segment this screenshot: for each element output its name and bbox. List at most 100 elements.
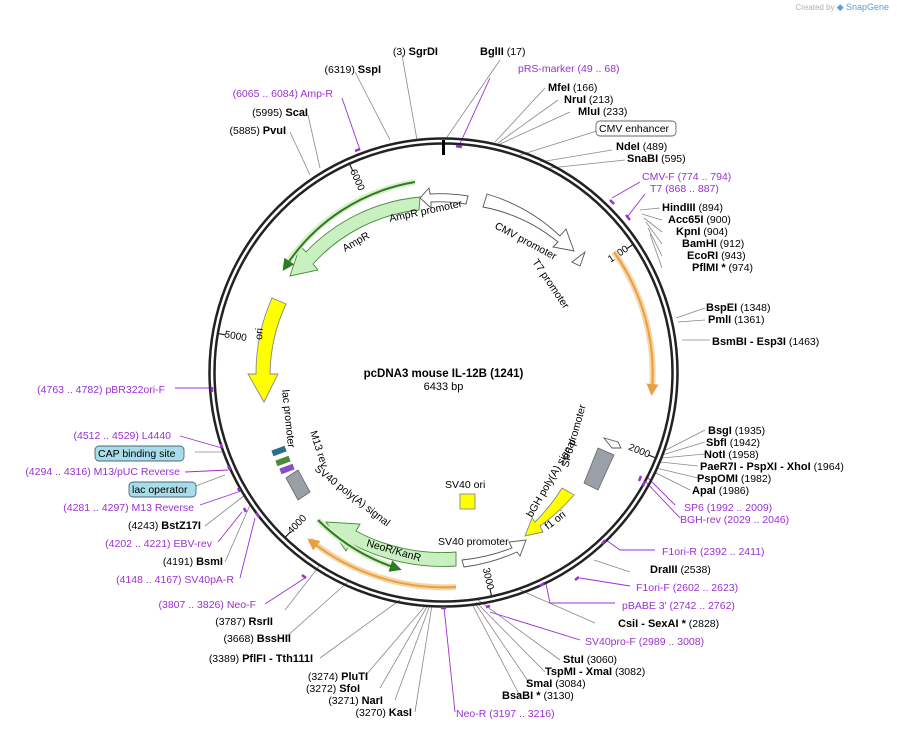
cmv-enhancer-box bbox=[595, 120, 677, 137]
site-bglii: BglII (17) bbox=[480, 46, 525, 58]
sv40-promoter-arrow bbox=[461, 539, 527, 568]
site-noti: NotI (1958) bbox=[704, 449, 759, 461]
site-ecori: EcoRI (943) bbox=[687, 250, 746, 262]
site-acc65i: Acc65I (900) bbox=[668, 214, 731, 226]
ring-tick-mark bbox=[349, 164, 354, 172]
site-pluti: (3274) PluTI bbox=[308, 671, 368, 683]
primer-m13-puc-reverse: (4294 .. 4316) M13/pUC Reverse bbox=[25, 466, 180, 478]
site-csii: CsiI - SexAI * (2828) bbox=[618, 618, 719, 630]
bgh-polya-box bbox=[583, 447, 615, 491]
ring-tick-mark bbox=[648, 454, 656, 459]
site-kasi: (3270) KasI bbox=[355, 707, 412, 719]
site-pspomi: PspOMI (1982) bbox=[697, 473, 771, 485]
site-mlui: MluI (233) bbox=[578, 106, 627, 118]
primer-sv40pro-f: SV40pro-F (2989 .. 3008) bbox=[585, 636, 704, 648]
site-mfei: MfeI (166) bbox=[548, 82, 597, 94]
site-hindiii: HindIII (894) bbox=[662, 202, 723, 214]
primer-sv40pa-r: (4148 .. 4167) SV40pA-R bbox=[116, 574, 234, 586]
ring-tick-label: 4000 bbox=[286, 513, 310, 537]
site-pflmi: PflMI * (974) bbox=[692, 262, 753, 274]
primer-amp-r: (6065 .. 6084) Amp-R bbox=[233, 88, 334, 100]
ori-arrow bbox=[247, 297, 287, 403]
primer-l4440: (4512 .. 4529) L4440 bbox=[73, 430, 171, 442]
site-pvui: (5885) PvuI bbox=[229, 125, 286, 137]
sv40-ori-box bbox=[459, 493, 476, 510]
primer-labels: pRS-marker (49 .. 68) (6065 .. 6084) Amp… bbox=[25, 63, 789, 720]
lac-operator-box bbox=[128, 481, 197, 498]
primer-f1ori-r: F1ori-R (2392 .. 2411) bbox=[662, 546, 765, 558]
site-name: SgrDI bbox=[409, 46, 438, 58]
site-bsmbi: BsmBI - Esp3I (1463) bbox=[712, 336, 819, 348]
primer-sp6: SP6 (1992 .. 2009) bbox=[684, 502, 772, 514]
restriction-sites: (3) SgrDI BglII (17) (6319) SspI MfeI (1… bbox=[128, 46, 844, 719]
cmv-promoter-arrow bbox=[482, 193, 575, 252]
t7-promoter-arrow bbox=[571, 250, 586, 267]
site-smai: SmaI (3084) bbox=[526, 678, 586, 690]
primer-cmv-f: CMV-F (774 .. 794) bbox=[642, 171, 731, 183]
site-pflfi: (3389) PflFI - Tth111I bbox=[209, 653, 313, 665]
ring-tick-label: 3000 bbox=[480, 567, 496, 591]
feature-shapes bbox=[210, 144, 659, 610]
site-rsrii: (3787) RsrII bbox=[215, 616, 273, 628]
site-sspi: (6319) SspI bbox=[324, 64, 381, 76]
ring-tick-mark bbox=[218, 333, 226, 336]
feature-label-lac-promoter: lac promoter bbox=[279, 389, 297, 449]
feature-label-t7-promoter: T7 promoter bbox=[530, 257, 572, 312]
primer-prs-marker: pRS-marker (49 .. 68) bbox=[518, 63, 620, 75]
feature-label-m13-rev: M13 rev bbox=[307, 429, 330, 469]
snapgene-credit: Created by ◆ SnapGene bbox=[795, 2, 889, 13]
leader-lines bbox=[184, 54, 710, 713]
ring-tick-label: 6000 bbox=[347, 168, 366, 193]
ring-tick-label: 2000 bbox=[627, 442, 652, 461]
site-nrui: NruI (213) bbox=[564, 94, 613, 106]
site-kpni: KpnI (904) bbox=[676, 226, 728, 238]
primer-leaders bbox=[175, 77, 681, 713]
site-sgrdi: (3) SgrDI bbox=[393, 46, 438, 58]
feature-label-cap-binding: CAP binding site bbox=[98, 448, 176, 460]
site-bsabi: BsaBI * (3130) bbox=[502, 690, 574, 702]
primer-bgh-rev: BGH-rev (2029 .. 2046) bbox=[680, 514, 789, 526]
feature-label-ori: ori bbox=[253, 328, 266, 340]
ring-tick-label: 5000 bbox=[224, 329, 248, 344]
primer-neo-f: (3807 .. 3826) Neo-F bbox=[159, 599, 257, 611]
primer-f1ori-f: F1ori-F (2602 .. 2623) bbox=[636, 582, 738, 594]
site-nari: (3271) NarI bbox=[328, 695, 383, 707]
backbone-ring bbox=[208, 137, 679, 608]
ampr-arrow bbox=[289, 196, 421, 277]
ring-tick-mark bbox=[489, 588, 492, 596]
site-bstz17i: (4243) BstZ17I bbox=[128, 520, 201, 532]
primer-m13-reverse: (4281 .. 4297) M13 Reverse bbox=[63, 502, 194, 514]
site-snabi: SnaBI (595) bbox=[627, 153, 686, 165]
sv40-polya-box bbox=[285, 469, 311, 501]
credit-prefix: Created by bbox=[795, 3, 835, 12]
ampr-promoter-arrow bbox=[419, 187, 469, 210]
sp6-promoter-arrow bbox=[602, 437, 622, 449]
site-bspei: BspEI (1348) bbox=[706, 302, 770, 314]
site-bsshii: (3668) BssHII bbox=[223, 633, 291, 645]
site-sbfi: SbfI (1942) bbox=[706, 437, 760, 449]
plasmid-size: 6433 bp bbox=[424, 381, 464, 393]
neor-arrow bbox=[325, 521, 457, 567]
site-pos: (3) bbox=[393, 46, 406, 58]
f1-ori-arrow bbox=[524, 487, 575, 537]
feature-label-sv40-promoter: SV40 promoter bbox=[438, 536, 509, 548]
site-draiii: DraIII (2538) bbox=[650, 564, 711, 576]
credit-brand: SnapGene bbox=[845, 2, 889, 12]
feature-label-sv40-polya: SV40 poly(A) signal bbox=[312, 463, 392, 529]
site-scai: (5995) ScaI bbox=[252, 107, 308, 119]
site-pmli: PmlI (1361) bbox=[708, 314, 765, 326]
snapgene-logo-icon: ◆ bbox=[836, 2, 844, 12]
primer-ebv-rev: (4202 .. 4221) EBV-rev bbox=[105, 538, 213, 550]
ring-tick-mark bbox=[285, 531, 291, 538]
cap-binding-box bbox=[94, 445, 185, 462]
primer-t7: T7 (868 .. 887) bbox=[650, 183, 719, 195]
site-ndei: NdeI (489) bbox=[616, 141, 667, 153]
site-sfoi: (3272) SfoI bbox=[306, 683, 360, 695]
plasmid-name: pcDNA3 mouse IL-12B (1241) bbox=[364, 368, 524, 380]
site-stui: StuI (3060) bbox=[563, 654, 617, 666]
site-bsmi: (4191) BsmI bbox=[163, 556, 223, 568]
site-tspmi: TspMI - XmaI (3082) bbox=[545, 666, 645, 678]
feature-label-cmv-enhancer: CMV enhancer bbox=[599, 123, 670, 135]
